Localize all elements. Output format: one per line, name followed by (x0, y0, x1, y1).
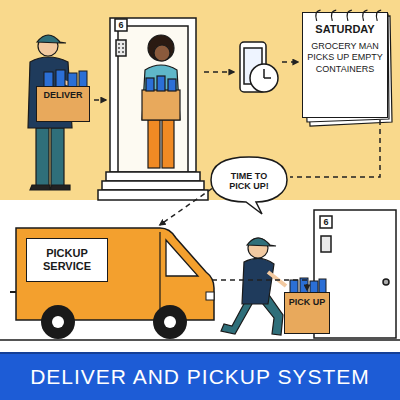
door-number: 6 (116, 20, 126, 31)
pickup-man (247, 238, 276, 246)
woman (154, 45, 170, 61)
bottles (319, 279, 326, 293)
delivery-man (36, 128, 49, 186)
keypad-dots (122, 47, 124, 49)
pickup-man (221, 300, 252, 334)
woman (142, 65, 180, 120)
flow-arrow (94, 99, 106, 101)
delivery-man (37, 35, 66, 43)
door (321, 236, 331, 252)
door (116, 40, 126, 56)
van-wheel (41, 305, 75, 339)
dashed-connector (212, 280, 307, 290)
van: PICKUP SERVICE (10, 222, 218, 346)
flow-arrow (204, 71, 234, 73)
diagram-title: DELIVER AND PICKUP SYSTEM (30, 365, 370, 389)
node-text: GROCERY MAN PICKS UP EMPTY CONTAINERS (307, 41, 383, 76)
bottles (56, 70, 65, 87)
woman (142, 90, 180, 120)
calendar-ring (347, 10, 352, 21)
keypad-dots (118, 43, 120, 45)
calendar-ring (376, 10, 381, 21)
delivery-man (51, 128, 64, 186)
bottles (44, 72, 53, 87)
door (383, 279, 389, 285)
woman (148, 118, 160, 168)
door (98, 190, 208, 200)
bottles (44, 70, 87, 87)
woman (148, 35, 174, 61)
van-door-line (159, 232, 160, 320)
woman (142, 35, 180, 168)
phone-clock (264, 69, 271, 78)
top-panel (0, 0, 400, 200)
calendar-ring (331, 10, 336, 21)
charging-cable (10, 291, 16, 293)
flow-arrow (94, 62, 298, 100)
pickup-man (268, 272, 286, 286)
keypad-dots (118, 43, 124, 53)
deliver-box: DELIVER (36, 86, 90, 122)
flow-arrow (282, 61, 298, 63)
door-number: 6 (321, 217, 331, 228)
van-sign: PICKUP SERVICE (26, 238, 108, 282)
node-text: PICK UP (287, 297, 327, 307)
calendar-ring (316, 10, 321, 21)
van-wheel (153, 305, 187, 339)
speech-bubble: TIME TO PICK UP! (210, 156, 288, 206)
calendar: SATURDAY GROCERY MAN PICKS UP EMPTY CONTA… (302, 12, 388, 118)
van-light (206, 292, 214, 300)
phone-clock (240, 42, 278, 92)
door (102, 181, 204, 190)
phone-clock (250, 64, 278, 92)
van-body (16, 228, 214, 320)
bottles (79, 71, 87, 87)
keypad-dots (118, 51, 120, 53)
van-hub (164, 316, 176, 328)
door (0, 210, 400, 340)
door (115, 19, 127, 31)
door (106, 172, 200, 181)
keypad-dots (122, 43, 124, 45)
woman (168, 79, 176, 91)
bottles (68, 73, 77, 87)
calendar-ring (363, 10, 368, 21)
door (320, 216, 332, 228)
door (98, 18, 208, 200)
van-window (166, 240, 198, 276)
woman (162, 118, 174, 168)
door (110, 18, 196, 172)
pickup-man (221, 238, 286, 335)
title-band: DELIVER AND PICKUP SYSTEM (0, 352, 400, 400)
pickup-box: PICK UP (284, 292, 330, 334)
door (0, 339, 400, 341)
dashed-connector (290, 120, 380, 177)
van-hub (52, 316, 64, 328)
dashed-connector (160, 189, 212, 226)
keypad-dots (122, 51, 124, 53)
keypad-dots (118, 47, 120, 49)
pickup-man (242, 258, 274, 304)
bubble-outline (211, 157, 287, 214)
woman (146, 78, 154, 91)
door (118, 26, 188, 172)
delivery-man (30, 185, 70, 190)
node-text: PICKUP SERVICE (31, 247, 103, 272)
node-text: DELIVER (40, 90, 86, 100)
woman (157, 76, 165, 91)
node-heading: SATURDAY (307, 23, 383, 36)
node-text: TIME TO PICK UP! (219, 171, 279, 192)
